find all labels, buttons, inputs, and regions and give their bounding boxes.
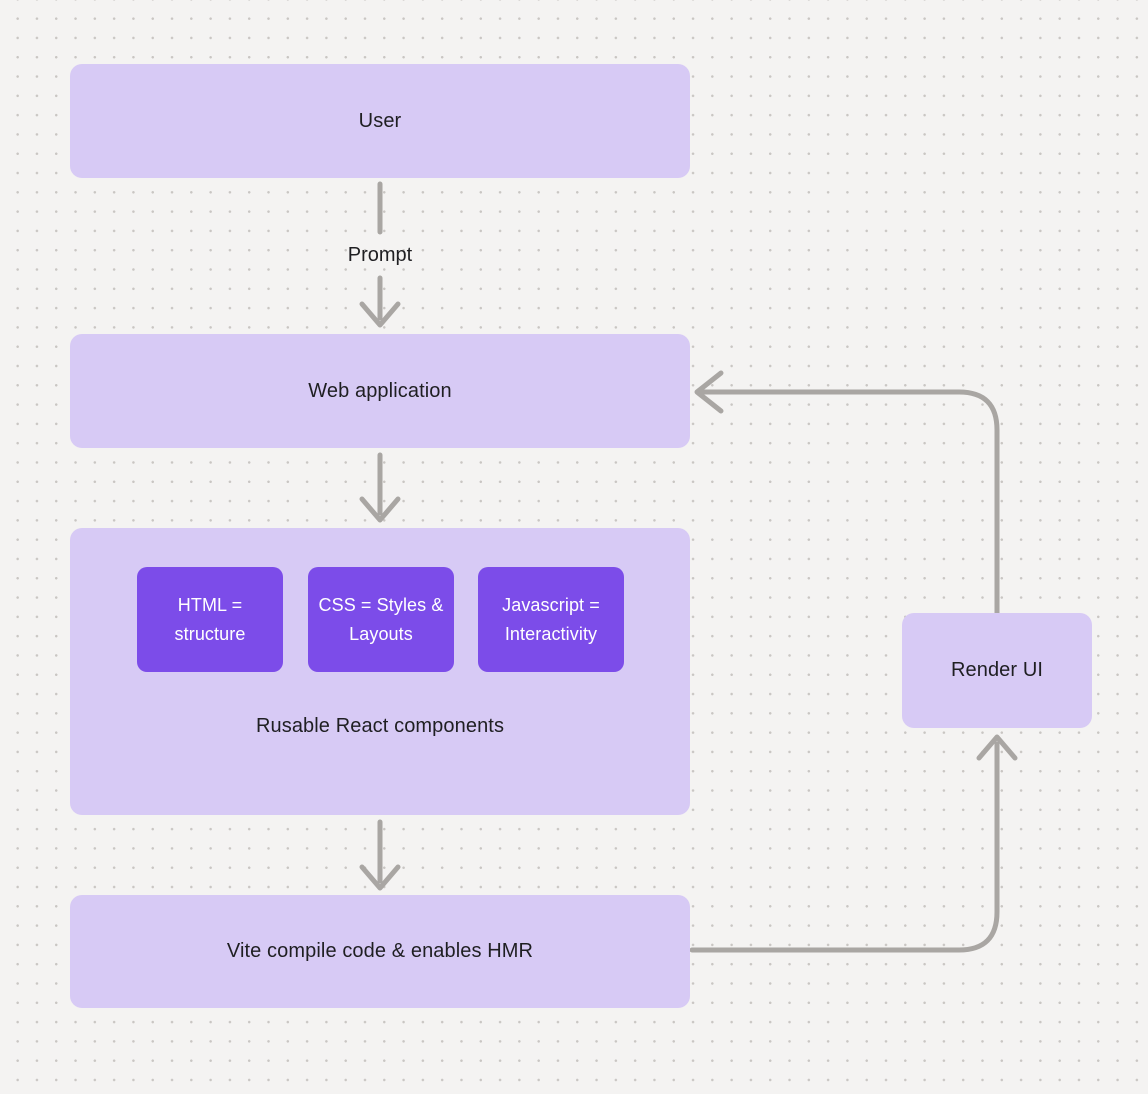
chip-javascript-label: Javascript = Interactivity xyxy=(502,594,600,644)
node-web-application[interactable]: Web application xyxy=(70,334,690,448)
chip-css[interactable]: CSS = Styles & Layouts xyxy=(308,567,454,672)
arrowhead-down-web xyxy=(359,301,401,328)
chip-javascript[interactable]: Javascript = Interactivity xyxy=(478,567,624,672)
arrowhead-down-vite xyxy=(359,864,401,891)
arrowhead-up-render xyxy=(976,734,1018,761)
chip-html-label: HTML = structure xyxy=(174,594,246,644)
edge-label-prompt: Prompt xyxy=(347,244,413,266)
node-components-group[interactable]: HTML = structure CSS = Styles & Layouts … xyxy=(70,528,690,815)
node-render-ui[interactable]: Render UI xyxy=(902,613,1092,728)
arrowhead-down-group xyxy=(359,496,401,523)
node-user-label: User xyxy=(358,109,402,132)
chip-css-label: CSS = Styles & Layouts xyxy=(318,594,444,644)
arrowhead-left-web xyxy=(694,370,724,414)
chip-html[interactable]: HTML = structure xyxy=(137,567,283,672)
node-web-application-label: Web application xyxy=(308,379,452,402)
connector-vite-to-render xyxy=(689,741,1000,953)
node-vite[interactable]: Vite compile code & enables HMR xyxy=(70,895,690,1008)
components-group-caption: Rusable React components xyxy=(255,715,505,737)
node-render-ui-label: Render UI xyxy=(950,659,1044,681)
node-user[interactable]: User xyxy=(70,64,690,178)
node-vite-label: Vite compile code & enables HMR xyxy=(226,940,534,962)
connector-render-to-web xyxy=(700,389,1000,616)
